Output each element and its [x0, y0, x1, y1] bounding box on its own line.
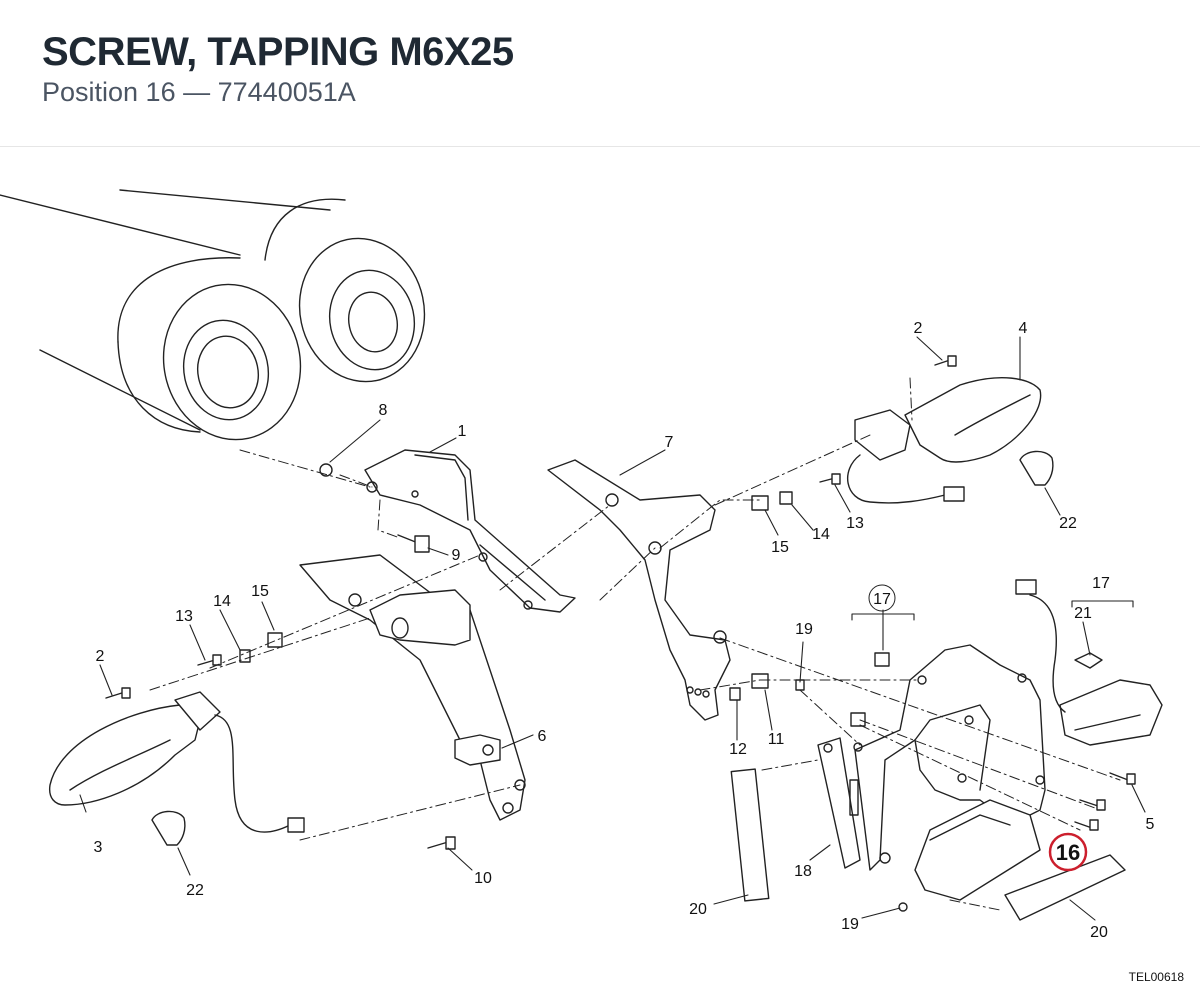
- callout-6[interactable]: 6: [538, 728, 547, 745]
- callout-22-left[interactable]: 22: [186, 882, 204, 899]
- callout-17-ringed[interactable]: 17: [873, 591, 891, 608]
- callout-17-ring: [868, 584, 896, 612]
- muffler-left: [0, 194, 302, 441]
- callout-13-left[interactable]: 13: [175, 608, 193, 625]
- callout-19-top[interactable]: 19: [795, 621, 813, 638]
- callout-13-right[interactable]: 13: [846, 515, 864, 532]
- page-header: SCREW, TAPPING M6X25 Position 16 — 77440…: [0, 0, 1200, 147]
- position-label: Position 16: [42, 77, 176, 107]
- bulb-right: [1019, 450, 1054, 486]
- hanger-part-6: [299, 554, 526, 821]
- callout-17-right[interactable]: 17: [1092, 575, 1110, 592]
- callout-20-left[interactable]: 20: [689, 901, 707, 918]
- leader-lines: [79, 336, 1146, 921]
- muffler-right: [119, 189, 426, 383]
- callout-22-right[interactable]: 22: [1059, 515, 1077, 532]
- reflector-mount: [914, 799, 1041, 901]
- callout-9[interactable]: 9: [452, 547, 461, 564]
- callout-1[interactable]: 1: [458, 423, 467, 440]
- bracket-part-7: [547, 459, 731, 721]
- turn-signal-left: [48, 691, 305, 833]
- assembly-axes: [149, 377, 1121, 911]
- callout-7[interactable]: 7: [665, 434, 674, 451]
- part-subtitle: Position 16 — 77440051A: [42, 77, 356, 108]
- callout-4[interactable]: 4: [1019, 320, 1028, 337]
- callout-5[interactable]: 5: [1146, 816, 1155, 833]
- callout-14-left[interactable]: 14: [213, 593, 231, 610]
- reflector-left: [730, 768, 770, 902]
- callout-10[interactable]: 10: [474, 870, 492, 887]
- diagram-code: TEL00618: [1128, 970, 1184, 984]
- callout-18[interactable]: 18: [794, 863, 812, 880]
- bulb-left: [151, 810, 186, 846]
- part-number: 77440051A: [217, 77, 356, 107]
- callout-2-right[interactable]: 2: [914, 320, 923, 337]
- callout-20-right[interactable]: 20: [1090, 924, 1108, 941]
- callout-labels: 1 2 2 3 4 5 6 7 8 9 10 11 12 13 13 14 14…: [94, 320, 1155, 941]
- callout-15-left[interactable]: 15: [251, 583, 269, 600]
- position-16-highlight-ring[interactable]: [1048, 832, 1088, 872]
- callout-16-highlighted[interactable]: 16: [1056, 840, 1080, 865]
- callout-19-bottom[interactable]: 19: [841, 916, 859, 933]
- tail-light: [1015, 579, 1163, 746]
- callout-8[interactable]: 8: [379, 402, 388, 419]
- callout-11[interactable]: 11: [768, 731, 785, 748]
- page-title: SCREW, TAPPING M6X25: [42, 30, 514, 74]
- callout-12[interactable]: 12: [729, 741, 747, 758]
- callout-15-right[interactable]: 15: [771, 539, 789, 556]
- callout-3[interactable]: 3: [94, 839, 103, 856]
- hardware-parts: [105, 355, 1136, 912]
- callout-21[interactable]: 21: [1074, 605, 1092, 622]
- separator: —: [183, 77, 211, 107]
- bracket-part-1: [364, 449, 576, 613]
- turn-signal-right: [847, 376, 1042, 504]
- callout-14-right[interactable]: 14: [812, 526, 830, 543]
- callout-2-left[interactable]: 2: [96, 648, 105, 665]
